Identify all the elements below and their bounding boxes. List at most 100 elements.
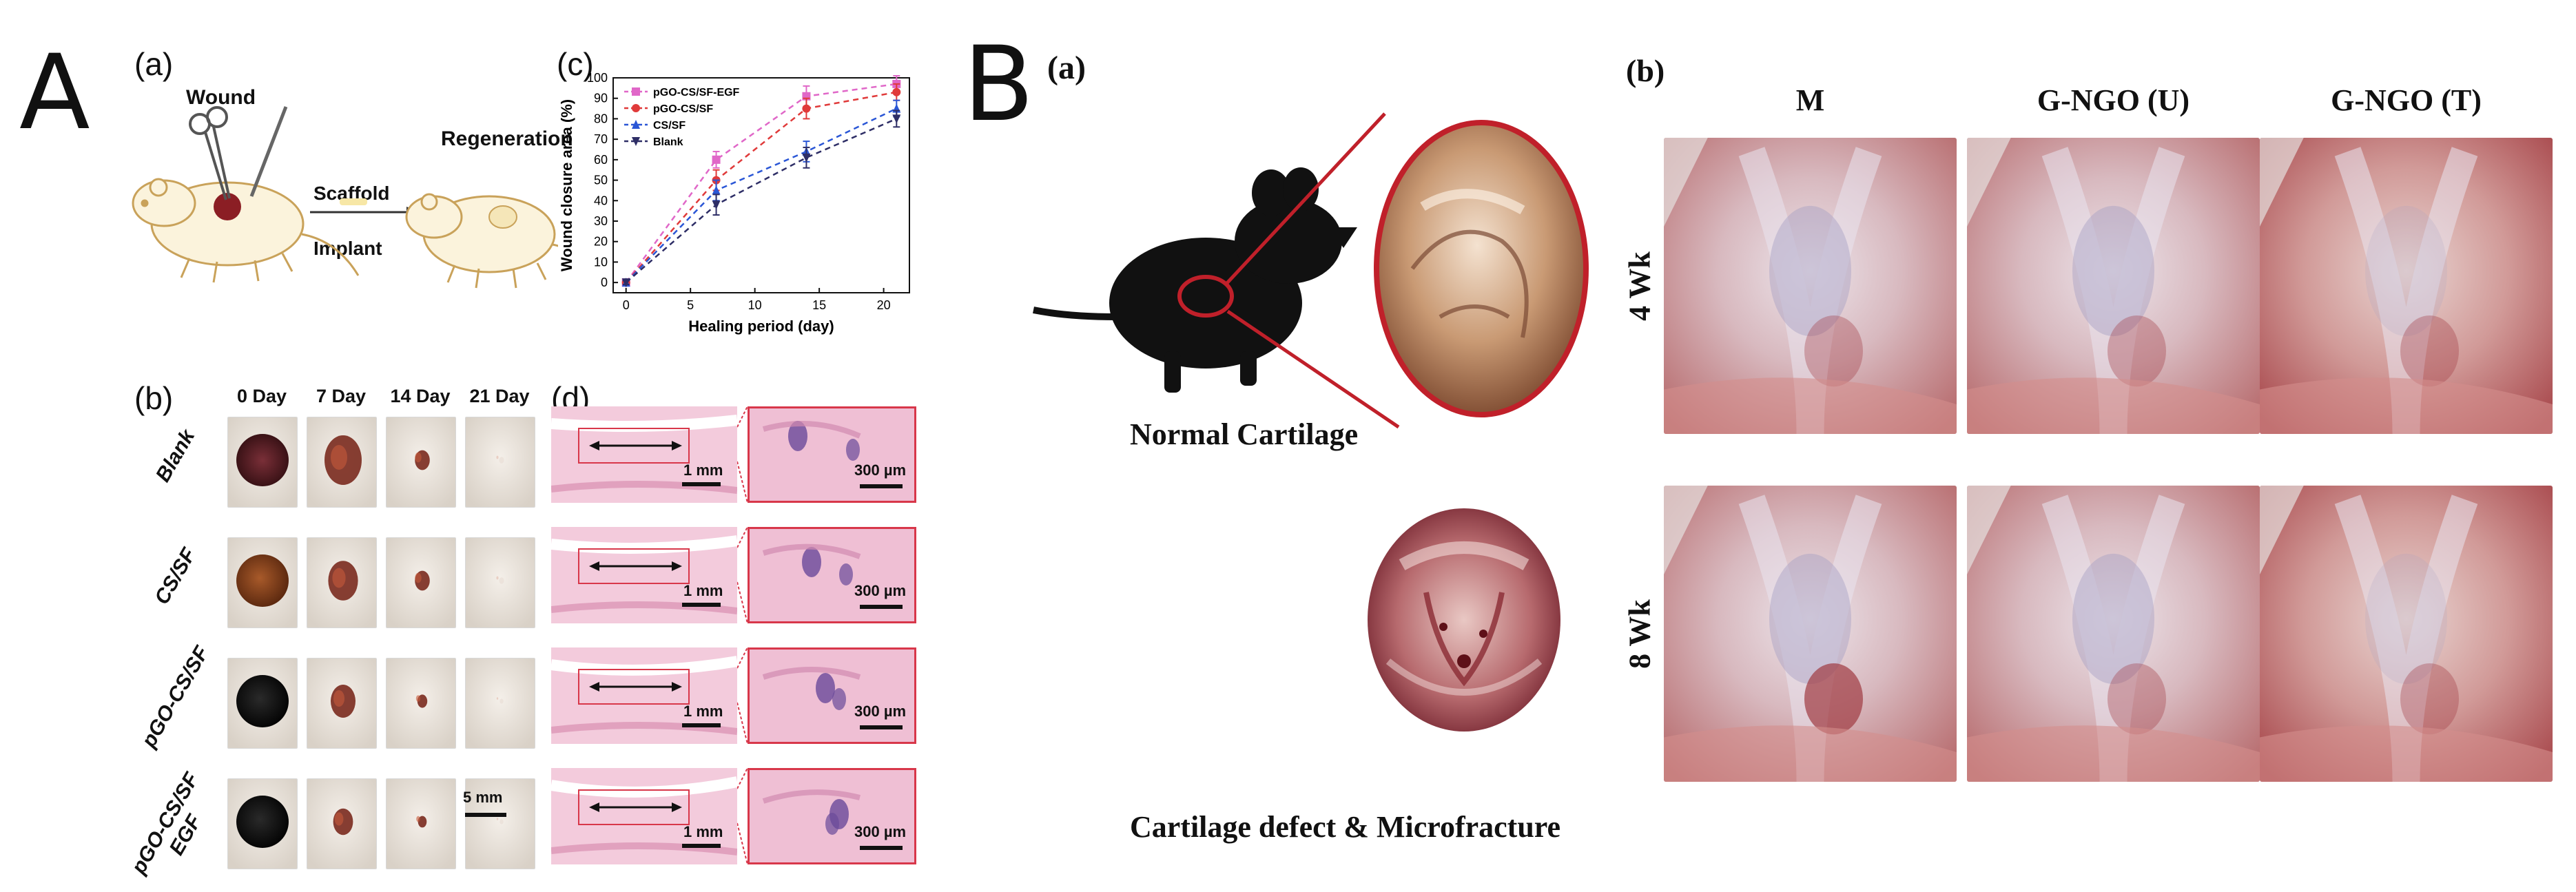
wound-photo bbox=[386, 778, 456, 869]
zoom-connector bbox=[736, 526, 748, 624]
wound-photo bbox=[307, 658, 377, 749]
y-tick-label: 100 bbox=[587, 71, 608, 85]
knee-photo bbox=[2260, 138, 2553, 434]
x-axis-label: Healing period (day) bbox=[688, 318, 834, 335]
histology-zoom-graphic bbox=[750, 529, 914, 621]
wound-photo bbox=[227, 417, 298, 508]
y-tick-label: 0 bbox=[601, 276, 608, 289]
knee-photo-graphic bbox=[1664, 486, 1957, 782]
knee-photo-graphic bbox=[1967, 486, 2260, 782]
day-header: 21 Day bbox=[469, 386, 530, 406]
wound-photo-graphic bbox=[466, 658, 535, 748]
histology-overview-graphic bbox=[550, 647, 739, 744]
group-label-line: CS/SF bbox=[150, 544, 200, 609]
panel-b-a-label: (a) bbox=[1047, 50, 1086, 86]
scalpel-icon bbox=[249, 106, 288, 197]
x-tick-label: 5 bbox=[687, 298, 694, 312]
wound-photo-graphic bbox=[228, 417, 297, 507]
histology-zoom-graphic bbox=[750, 770, 914, 862]
histology-overview bbox=[550, 647, 739, 744]
histology-zoom-scale-label: 300 µm bbox=[854, 582, 907, 599]
cartilage-defect-photo bbox=[1368, 508, 1560, 732]
y-tick-label: 70 bbox=[594, 132, 608, 146]
x-tick-label: 0 bbox=[623, 298, 630, 312]
knee-photo bbox=[1664, 138, 1957, 434]
data-point bbox=[892, 114, 901, 124]
series-line bbox=[625, 83, 897, 283]
knee-photo-graphic bbox=[2260, 486, 2553, 782]
wound-photo-graphic bbox=[387, 417, 455, 507]
wound-photo-graphic bbox=[466, 779, 535, 869]
data-point bbox=[632, 87, 640, 96]
y-tick-label: 80 bbox=[594, 112, 608, 125]
histology-overview bbox=[550, 768, 739, 864]
group-label-line: pGO-CS/SF bbox=[137, 642, 214, 751]
zoom-connector bbox=[736, 647, 748, 745]
column-header: G-NGO (U) bbox=[2037, 83, 2190, 117]
legend-label: pGO-CS/SF-EGF bbox=[653, 87, 740, 98]
scaffold-icon bbox=[340, 198, 367, 205]
mouse-schematic bbox=[1033, 112, 1589, 429]
cartilage-defect-label: Cartilage defect & Microfracture bbox=[1130, 810, 1561, 844]
panel-a-c-label: (c) bbox=[557, 46, 594, 82]
y-tick-label: 50 bbox=[594, 174, 608, 187]
group-label: CS/SF bbox=[136, 520, 215, 633]
histology-zoom-scale-label: 300 µm bbox=[854, 823, 907, 840]
knee-photo-graphic bbox=[2260, 138, 2553, 434]
panel-a-a-label: (a) bbox=[134, 46, 174, 82]
mouse-silhouette-icon bbox=[1033, 167, 1357, 393]
data-point bbox=[632, 120, 640, 129]
legend-label: pGO-CS/SF bbox=[653, 103, 713, 115]
x-tick-label: 10 bbox=[748, 298, 762, 312]
column-header: M bbox=[1795, 83, 1825, 117]
histology-scale-label: 1 mm bbox=[683, 823, 723, 840]
y-tick-label: 20 bbox=[594, 235, 608, 249]
x-tick-label: 15 bbox=[812, 298, 826, 312]
histology-overview-graphic bbox=[550, 527, 739, 623]
data-point bbox=[621, 278, 630, 288]
data-point bbox=[802, 104, 811, 113]
histology-zoom bbox=[748, 647, 916, 744]
rat-wounded-icon bbox=[132, 178, 360, 283]
data-point bbox=[712, 185, 721, 195]
data-point bbox=[712, 155, 721, 164]
group-label-line: Blank bbox=[151, 426, 200, 486]
wound-photo bbox=[386, 537, 456, 628]
legend-label: Blank bbox=[653, 136, 683, 148]
wound-photo bbox=[227, 537, 298, 628]
wound-photo bbox=[465, 778, 535, 869]
data-point bbox=[632, 104, 640, 112]
wound-spot-icon bbox=[214, 193, 241, 220]
panel-b-letter: B bbox=[963, 25, 1034, 145]
histology-scale-label: 1 mm bbox=[683, 461, 723, 479]
wound-photo-graphic bbox=[466, 538, 535, 627]
data-point bbox=[712, 200, 721, 210]
knee-photo bbox=[1967, 486, 2260, 782]
series-line bbox=[625, 107, 897, 284]
wound-photo bbox=[307, 778, 377, 869]
y-tick-label: 60 bbox=[594, 153, 608, 167]
wound-photo-graphic bbox=[228, 658, 297, 748]
panel-a-b-label: (b) bbox=[134, 380, 174, 416]
y-tick-label: 10 bbox=[594, 255, 608, 269]
series-line bbox=[625, 91, 897, 283]
knee-photo-graphic bbox=[1664, 138, 1957, 434]
day-header: 7 Day bbox=[316, 386, 367, 406]
wound-photo bbox=[465, 658, 535, 749]
wound-photo bbox=[465, 417, 535, 508]
column-header: G-NGO (T) bbox=[2331, 83, 2482, 117]
wound-label: Wound bbox=[186, 86, 256, 109]
group-label: Blank bbox=[136, 400, 215, 512]
data-point bbox=[632, 137, 640, 146]
x-tick-label: 20 bbox=[877, 298, 891, 312]
panel-b-b-label: (b) bbox=[1626, 53, 1665, 88]
knee-photo bbox=[1664, 486, 1957, 782]
y-tick-label: 90 bbox=[594, 92, 608, 105]
zoom-connector bbox=[736, 767, 748, 865]
y-tick-label: 30 bbox=[594, 214, 608, 228]
histology-zoom-scale-label: 300 µm bbox=[854, 461, 907, 479]
histology-zoom bbox=[748, 406, 916, 503]
normal-cartilage-label: Normal Cartilage bbox=[1130, 417, 1359, 451]
